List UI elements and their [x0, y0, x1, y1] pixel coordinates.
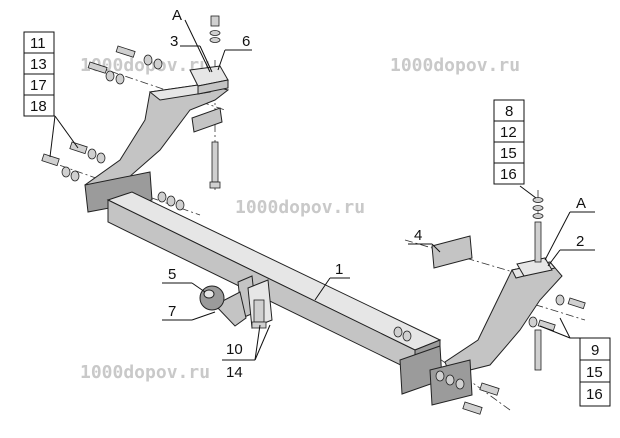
crossbar-right-nuts [393, 326, 412, 342]
label-stack-mid: 10 14 [222, 341, 255, 381]
left-vertical-bolt [209, 15, 221, 189]
label-14: 14 [226, 364, 243, 381]
label-15-bottom: 15 [586, 364, 603, 381]
label-2: 2 [576, 233, 584, 250]
label-stack-left: 11 13 17 18 [23, 31, 55, 117]
label-13: 13 [30, 56, 47, 73]
left-top-plate [189, 65, 229, 95]
watermark-top-right: 1000dopov.ru [390, 55, 520, 76]
label-9: 9 [591, 342, 599, 359]
ball-mount [199, 275, 273, 329]
watermark-center: 1000dopov.ru [235, 197, 365, 218]
right-lower-bolts [435, 370, 500, 415]
main-crossbar [106, 191, 442, 373]
label-1: 1 [335, 261, 343, 278]
left-clamp-plate [191, 107, 223, 133]
label-11: 11 [30, 35, 46, 52]
right-side-bolts [528, 294, 586, 332]
label-12: 12 [500, 124, 517, 141]
assembly-axes [44, 60, 586, 411]
left-lower-bolts [41, 141, 106, 182]
label-7: 7 [168, 303, 176, 320]
label-A-left: A [172, 7, 182, 24]
label-17: 17 [30, 77, 47, 94]
watermark-top-left: 1000dopov.ru [80, 55, 210, 76]
label-16-top: 16 [500, 166, 517, 183]
crossbar-left-washers [157, 191, 185, 211]
label-8: 8 [505, 103, 513, 120]
left-top-bolts [87, 45, 163, 85]
label-5: 5 [168, 266, 176, 283]
label-6: 6 [242, 33, 250, 50]
label-10: 10 [226, 341, 243, 358]
label-3: 3 [170, 33, 178, 50]
label-stack-right-bottom: 9 15 16 [579, 337, 611, 407]
left-bracket [84, 83, 230, 213]
label-stack-right-top: 8 12 15 16 [493, 99, 525, 185]
label-4: 4 [414, 227, 422, 244]
tow-ball [199, 285, 225, 311]
label-16-bottom: 16 [586, 386, 603, 403]
watermark-bottom-left: 1000dopov.ru [80, 362, 210, 383]
right-vertical-bolt [532, 197, 544, 371]
label-15-top: 15 [500, 145, 517, 162]
label-A-right: A [576, 195, 586, 212]
label-18: 18 [30, 98, 47, 115]
right-clamp-plate [431, 235, 473, 269]
